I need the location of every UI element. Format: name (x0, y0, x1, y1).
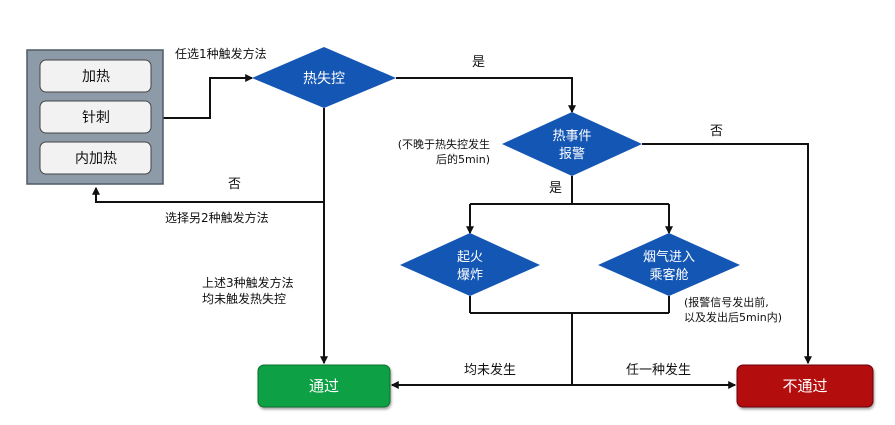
trigger-option-nail-label: 针刺 (82, 110, 110, 126)
decision-thermal-event-alarm-label-line1: 热事件 (552, 129, 591, 144)
result-fail-label: 不通过 (782, 377, 827, 395)
decision-fire-explosion-shape (400, 233, 540, 296)
result-fail: 不通过 (736, 364, 874, 408)
trigger-methods-panel: 加热 针刺 内加热 (26, 49, 164, 185)
decision-smoke-cabin: 烟气进入 乘客舱 (598, 233, 740, 296)
trigger-option-nail (39, 100, 152, 134)
label-alarm-timing-line2: 后的5min) (436, 152, 490, 166)
label-smoke-timing-line2: 以及发出后5min内) (684, 310, 782, 324)
decision-thermal-event-alarm-label-line2: 报警 (559, 146, 585, 162)
connector-no-back-to-trigger (92, 186, 324, 203)
label-none-triggered-line2: 均未触发热失控 (202, 291, 286, 306)
label-choose-any-trigger: 任选1种触发方法 (175, 46, 267, 61)
label-runaway-no: 否 (228, 177, 241, 192)
label-alarm-timing-line1: (不晚于热失控发生 (398, 137, 490, 151)
connector-alarm-no-to-fail (642, 143, 812, 365)
decision-thermal-event-alarm-shape (502, 112, 642, 176)
trigger-option-internal-heating (39, 141, 152, 175)
trigger-option-internal-heating-label: 内加热 (75, 151, 117, 167)
result-pass-box (257, 364, 391, 408)
decision-thermal-runaway-shape (252, 47, 396, 108)
decision-thermal-event-alarm: 热事件 报警 (502, 112, 642, 176)
result-pass-label: 通过 (309, 377, 339, 395)
label-choose-other-triggers: 选择另2种触发方法 (165, 210, 269, 225)
label-alarm-yes: 是 (549, 181, 562, 196)
decision-smoke-cabin-shape (598, 233, 740, 296)
label-none-occurred: 均未发生 (464, 362, 516, 378)
trigger-option-heating-label: 加热 (82, 69, 110, 85)
annotations: 任选1种触发方法 是 (不晚于热失控发生 后的5min) 否 是 否 选择另2种… (165, 46, 782, 378)
label-none-triggered-line1: 上述3种触发方法 (202, 275, 294, 290)
decision-thermal-runaway: 热失控 (252, 47, 396, 108)
label-any-occurred: 任一种发生 (626, 362, 691, 378)
decision-fire-explosion-label-line2: 爆炸 (457, 268, 483, 283)
label-runaway-yes: 是 (472, 55, 485, 70)
decision-smoke-cabin-label-line2: 乘客舱 (649, 267, 688, 283)
decision-thermal-runaway-label: 热失控 (303, 71, 345, 87)
label-alarm-no: 否 (710, 124, 723, 139)
decision-smoke-cabin-label-line1: 烟气进入 (643, 249, 695, 265)
connector-runaway-yes-to-alarm (396, 77, 576, 114)
connectors (92, 74, 812, 389)
result-fail-box (736, 364, 874, 408)
result-pass: 通过 (257, 364, 391, 408)
label-smoke-timing-line1: (报警信号发出前, (684, 295, 769, 309)
decision-fire-explosion: 起火 爆炸 (400, 233, 540, 296)
trigger-option-heating (39, 59, 152, 93)
connector-trigger-to-runaway (163, 74, 254, 119)
decision-fire-explosion-label-line1: 起火 (457, 250, 483, 265)
